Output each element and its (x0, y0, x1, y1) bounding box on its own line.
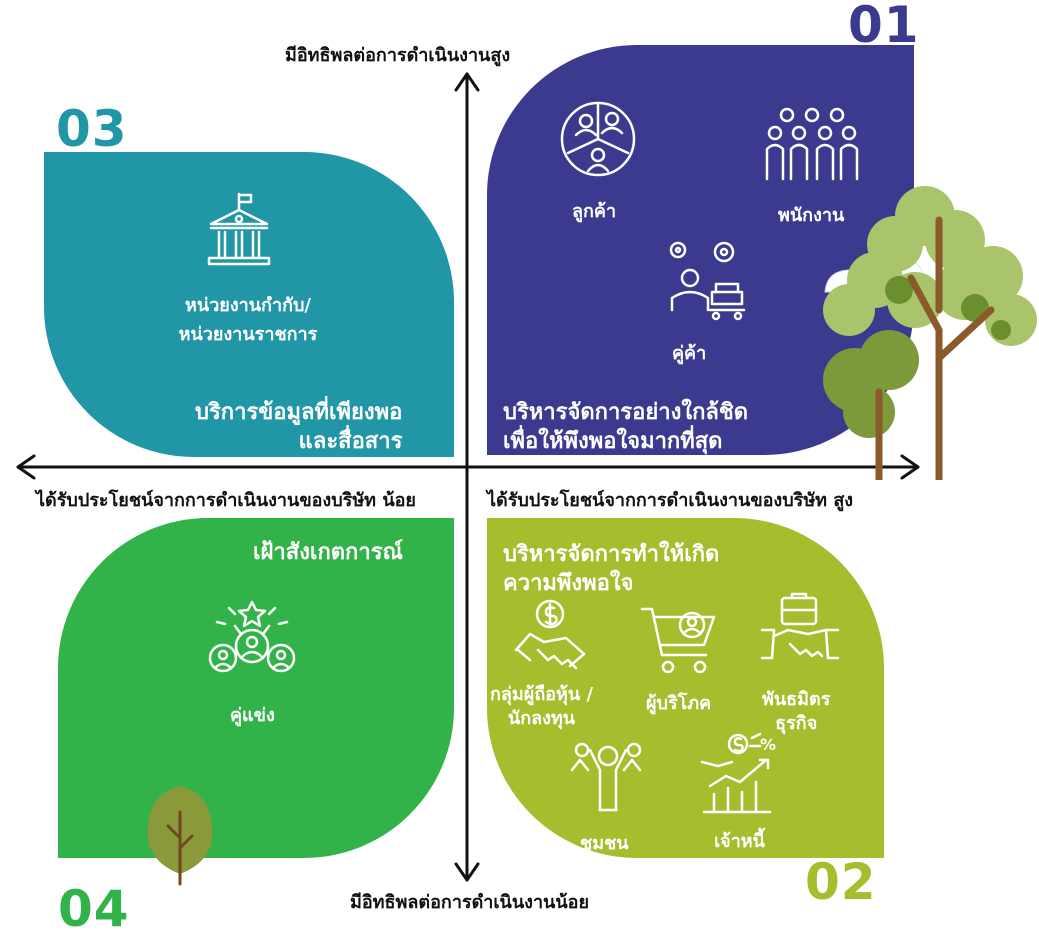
axis-label-bottom: มีอิทธิพลต่อการดำเนินงานน้อย (350, 892, 590, 913)
axis-label-right: ได้รับประโยชน์จากการดำเนินงานของบริษัท ส… (487, 490, 854, 511)
stakeholder-label-competitor: คู่แข่ง (230, 705, 275, 726)
quadrant-01-heading: บริหารจัดการอย่างใกล้ชิด เพื่อให้พึงพอใจ… (503, 400, 749, 454)
stakeholder-label-supplier: คู่ค้า (672, 343, 707, 364)
quadrant-03-number: 03 (56, 100, 128, 158)
competitor-icon (208, 600, 296, 673)
stakeholder-label-shareholders: กลุ่มผู้ถือหุ้น / นักลงทุน (490, 684, 594, 729)
small-tree-illustration (147, 786, 213, 886)
stakeholder-label-regulator: หน่วยงานกำกับ/ หน่วยงานราชการ (178, 295, 318, 345)
creditor-growth-icon: % (700, 732, 776, 814)
partner-handshake-icon (760, 592, 840, 660)
supplier-icon (669, 241, 746, 321)
quadrant-02-heading: บริหารจัดการทำให้เกิด ความพึงพอใจ (503, 542, 720, 596)
axis-label-top: มีอิทธิพลต่อการดำเนินงานสูง (285, 45, 511, 66)
stakeholder-label-employees: พนักงาน (778, 205, 845, 226)
quadrant-01-number: 01 (848, 0, 920, 54)
stakeholder-label-consumers: ผู้บริโภค (646, 693, 712, 714)
quadrant-02-number: 02 (805, 853, 877, 911)
quadrant-04-number: 04 (58, 880, 130, 938)
stakeholder-label-creditors: เจ้าหนี้ (714, 831, 765, 852)
employees-icon (765, 107, 859, 181)
investor-handshake-icon (514, 599, 586, 670)
stakeholder-label-community: ชุมชน (580, 833, 629, 854)
community-icon (570, 742, 642, 812)
shopping-cart-icon (640, 607, 716, 674)
quadrant-03-heading: บริการข้อมูลที่เพียงพอ และสื่อสาร (195, 400, 403, 454)
stakeholder-label-customers: ลูกค้า (572, 201, 617, 222)
quadrant-02-panel (487, 518, 884, 858)
quadrant-04-panel (58, 518, 454, 858)
customers-icon (560, 101, 636, 177)
government-building-icon (207, 192, 271, 266)
svg-text:%: % (760, 735, 776, 754)
tree-illustration (823, 186, 1037, 480)
quadrant-04-heading: เฝ้าสังเกตการณ์ (253, 540, 403, 565)
stakeholder-label-partners: พันธมิตร ธุรกิจ (762, 689, 831, 734)
axis-label-left: ได้รับประโยชน์จากการดำเนินงานของบริษัท น… (36, 490, 416, 511)
